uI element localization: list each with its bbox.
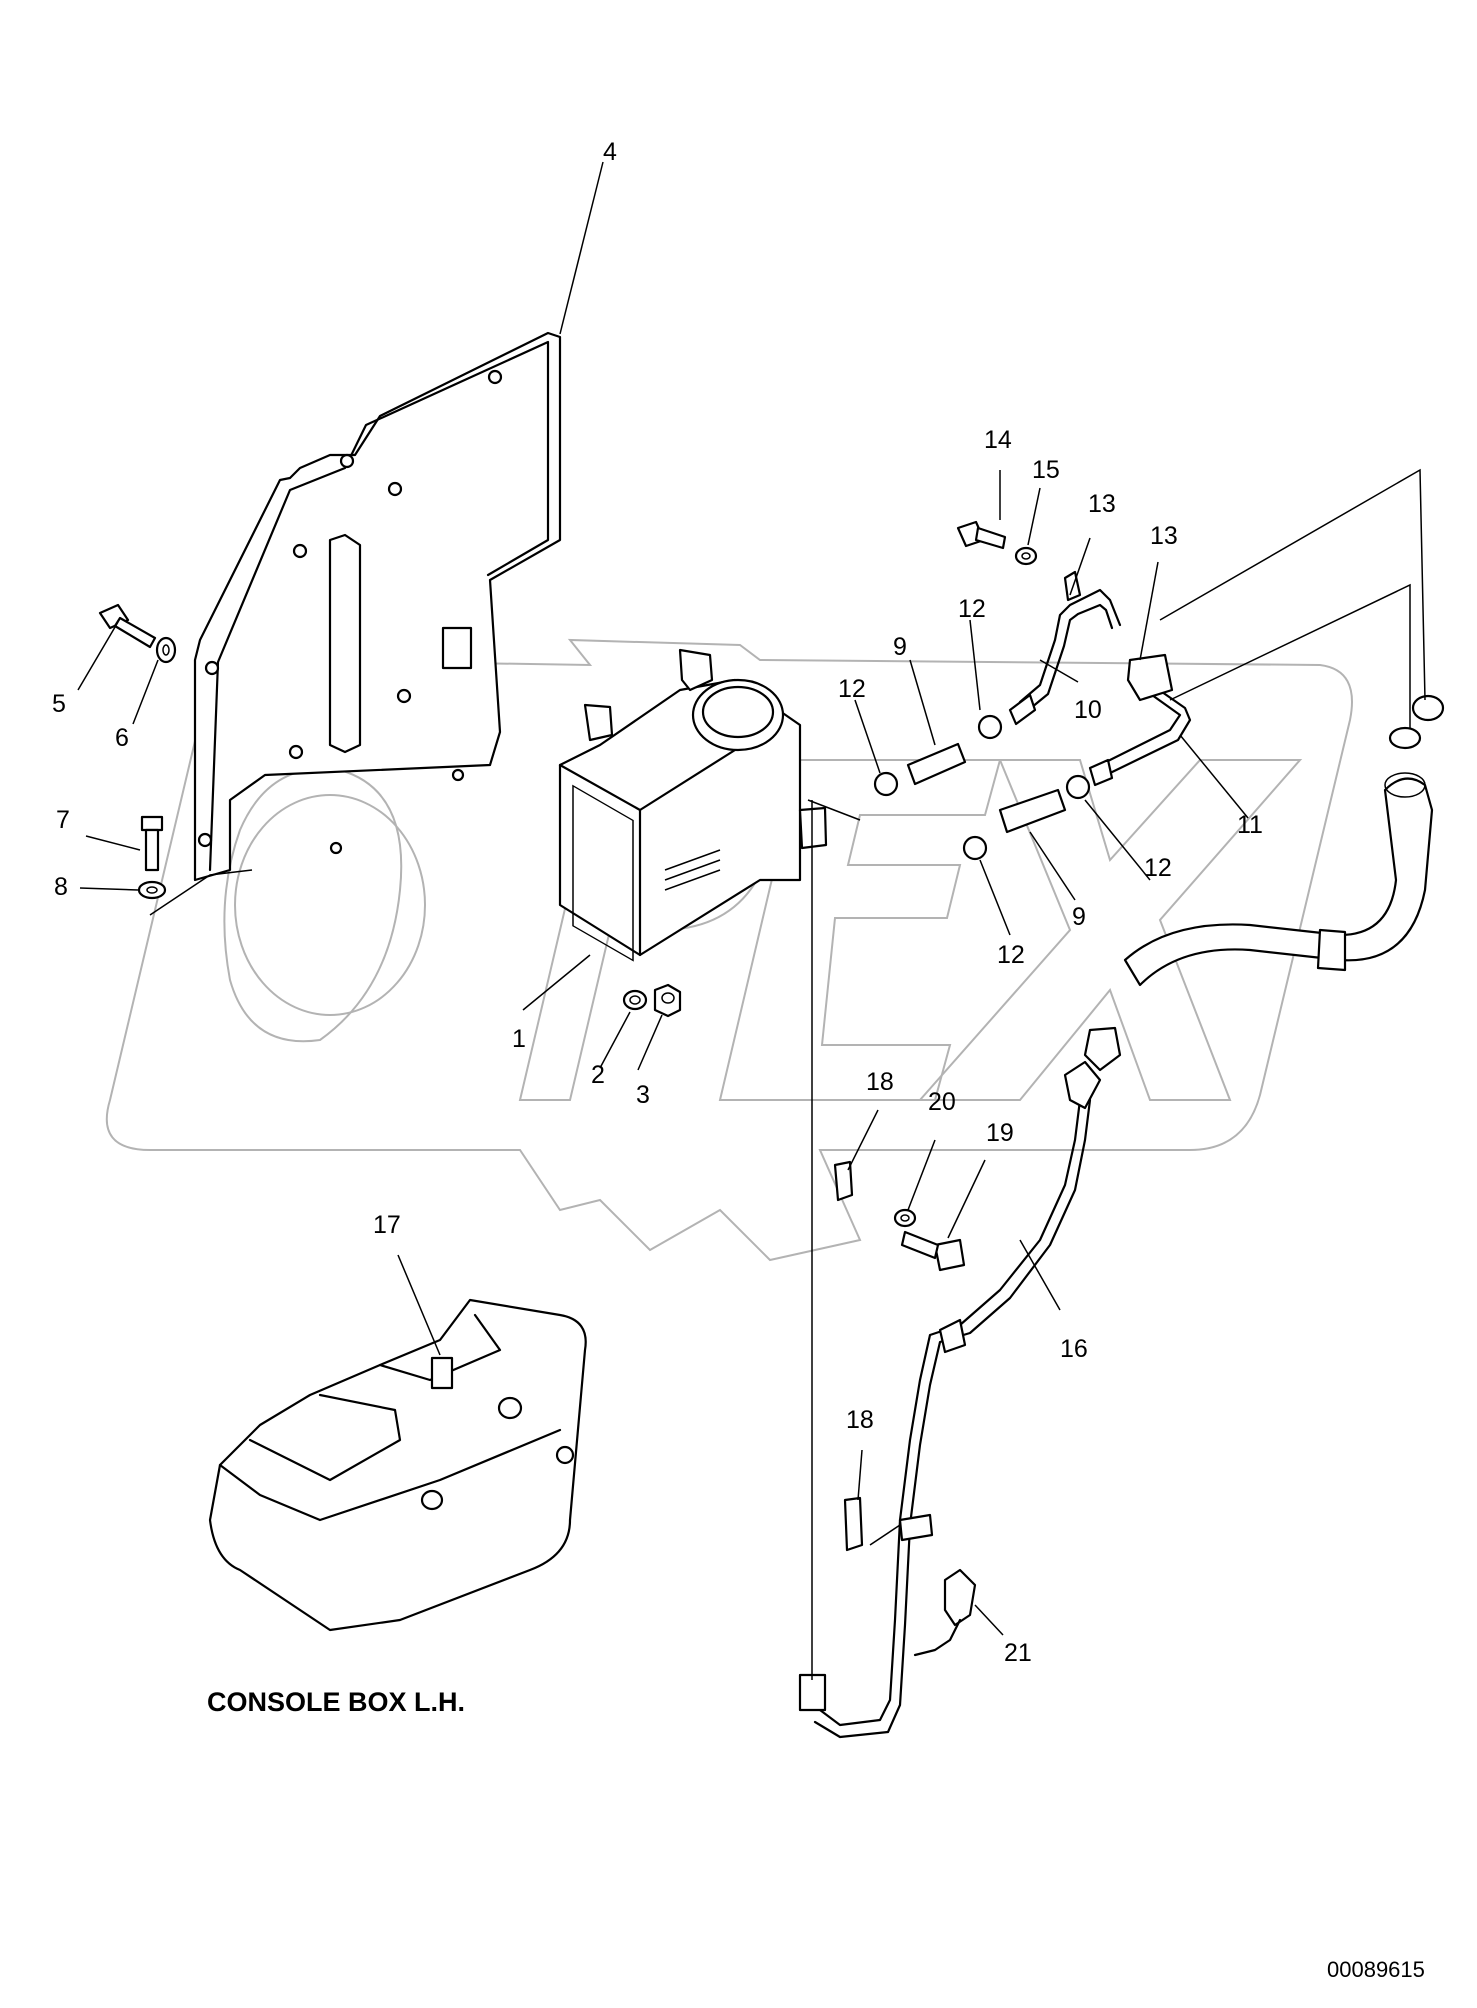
callout-21: 21 xyxy=(1004,1639,1032,1667)
callout-3: 3 xyxy=(636,1081,650,1109)
bracket-part-18-lower xyxy=(843,1496,864,1552)
document-number: 00089615 xyxy=(1327,1957,1425,1982)
callout-16: 16 xyxy=(1060,1335,1088,1363)
clamp-right xyxy=(1388,694,1445,750)
heater-hose-right xyxy=(1123,772,1434,987)
pipe-part-11 xyxy=(1088,653,1192,787)
bolt-part-14 xyxy=(956,520,1007,550)
callout-13-b: 13 xyxy=(1150,522,1178,550)
callout-9-lower: 9 xyxy=(1072,903,1086,931)
callout-19: 19 xyxy=(986,1119,1014,1147)
callouts: 1 2 3 4 5 6 7 8 9 9 10 11 12 12 12 12 13… xyxy=(52,138,1263,1667)
clamp-part-12 xyxy=(873,714,1091,861)
washer-part-20 xyxy=(893,1208,917,1228)
washer-part-2 xyxy=(622,989,648,1011)
hose-part-9-upper xyxy=(906,742,967,786)
callout-2: 2 xyxy=(591,1061,605,1089)
nut-part-3 xyxy=(653,983,682,1018)
leader-lines xyxy=(77,161,1426,1636)
washer-part-15 xyxy=(1014,546,1038,566)
callout-4: 4 xyxy=(603,138,617,166)
callout-11: 11 xyxy=(1237,811,1263,839)
callout-7: 7 xyxy=(56,806,70,834)
callout-12-a: 12 xyxy=(838,675,866,703)
pipe-part-10 xyxy=(1008,570,1122,726)
callout-20: 20 xyxy=(928,1088,956,1116)
washer-part-8 xyxy=(137,880,167,900)
callout-10: 10 xyxy=(1074,696,1102,724)
callout-5: 5 xyxy=(52,690,66,718)
callout-15: 15 xyxy=(1032,456,1060,484)
console-box-lh xyxy=(208,1298,587,1632)
callout-12-b: 12 xyxy=(958,595,986,623)
console-box-caption: CONSOLE BOX L.H. xyxy=(207,1687,465,1717)
wire-harness-part-16 xyxy=(798,1026,1122,1739)
bolt-part-7 xyxy=(140,815,164,872)
callout-13-a: 13 xyxy=(1088,490,1116,518)
washer-part-6 xyxy=(155,636,177,664)
callout-1: 1 xyxy=(512,1025,526,1053)
callout-17: 17 xyxy=(373,1211,401,1239)
callout-9-upper: 9 xyxy=(893,633,907,661)
panel-part-4 xyxy=(193,331,562,882)
bolt-part-19 xyxy=(900,1230,966,1272)
callout-18-lower: 18 xyxy=(846,1406,874,1434)
callout-12-d: 12 xyxy=(997,941,1025,969)
callout-18-upper: 18 xyxy=(866,1068,894,1096)
hose-part-9-lower xyxy=(998,788,1067,834)
bracket-part-18-upper xyxy=(833,1160,854,1202)
callout-6: 6 xyxy=(115,724,129,752)
bolt-part-5 xyxy=(98,603,157,649)
callout-14: 14 xyxy=(984,426,1012,454)
callout-12-c: 12 xyxy=(1144,854,1172,882)
callout-8: 8 xyxy=(54,873,68,901)
blower-unit-part-1 xyxy=(558,648,828,962)
